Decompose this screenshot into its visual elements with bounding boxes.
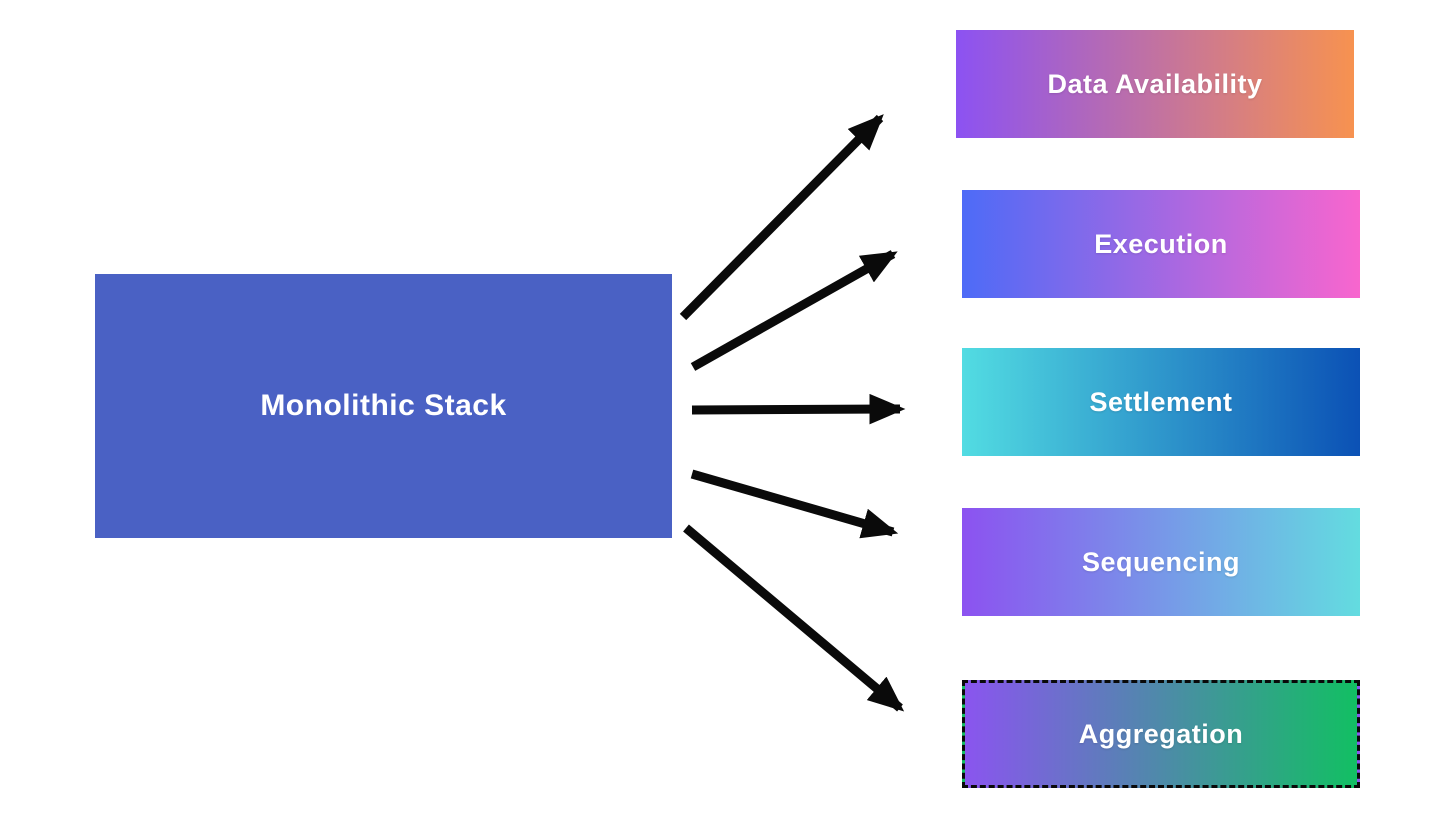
- target-box-data-availability: Data Availability: [956, 30, 1354, 138]
- monolithic-stack-box: Monolithic Stack: [95, 274, 672, 538]
- target-box-execution: Execution: [962, 190, 1360, 298]
- sequencing-label: Sequencing: [1081, 546, 1241, 577]
- arrow-3: [691, 393, 906, 425]
- arrow-4: [690, 469, 899, 539]
- target-box-settlement: Settlement: [962, 348, 1360, 456]
- aggregation-label: Aggregation: [1078, 718, 1244, 749]
- arrow-5: [683, 524, 905, 712]
- arrow-2: [690, 250, 898, 371]
- data-availability-label: Data Availability: [1047, 68, 1263, 99]
- target-box-aggregation: Aggregation: [962, 680, 1360, 788]
- arrow-1: [679, 114, 884, 321]
- execution-label: Execution: [1094, 228, 1228, 259]
- target-box-sequencing: Sequencing: [962, 508, 1360, 616]
- settlement-label: Settlement: [1089, 386, 1233, 417]
- monolithic-stack-label: Monolithic Stack: [260, 389, 507, 422]
